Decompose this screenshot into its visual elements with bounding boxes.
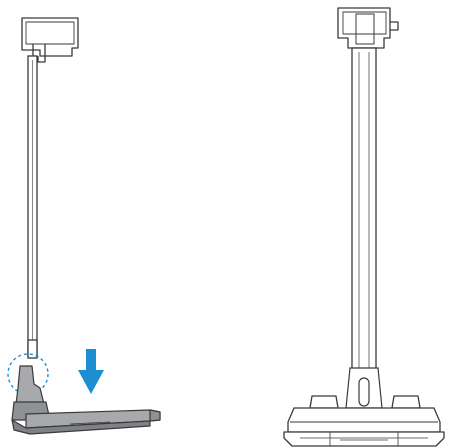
assembled-stand — [283, 395, 445, 447]
insert-arrow-icon — [78, 349, 104, 394]
assembled-top-bracket — [337, 7, 399, 49]
stand-pole — [27, 55, 38, 359]
pole-top-bracket — [21, 17, 79, 63]
stand-base — [11, 365, 161, 435]
assembled-view — [283, 7, 445, 447]
assembled-pole — [351, 47, 377, 391]
disassembled-view — [7, 17, 161, 435]
assembled-joint — [345, 367, 383, 409]
